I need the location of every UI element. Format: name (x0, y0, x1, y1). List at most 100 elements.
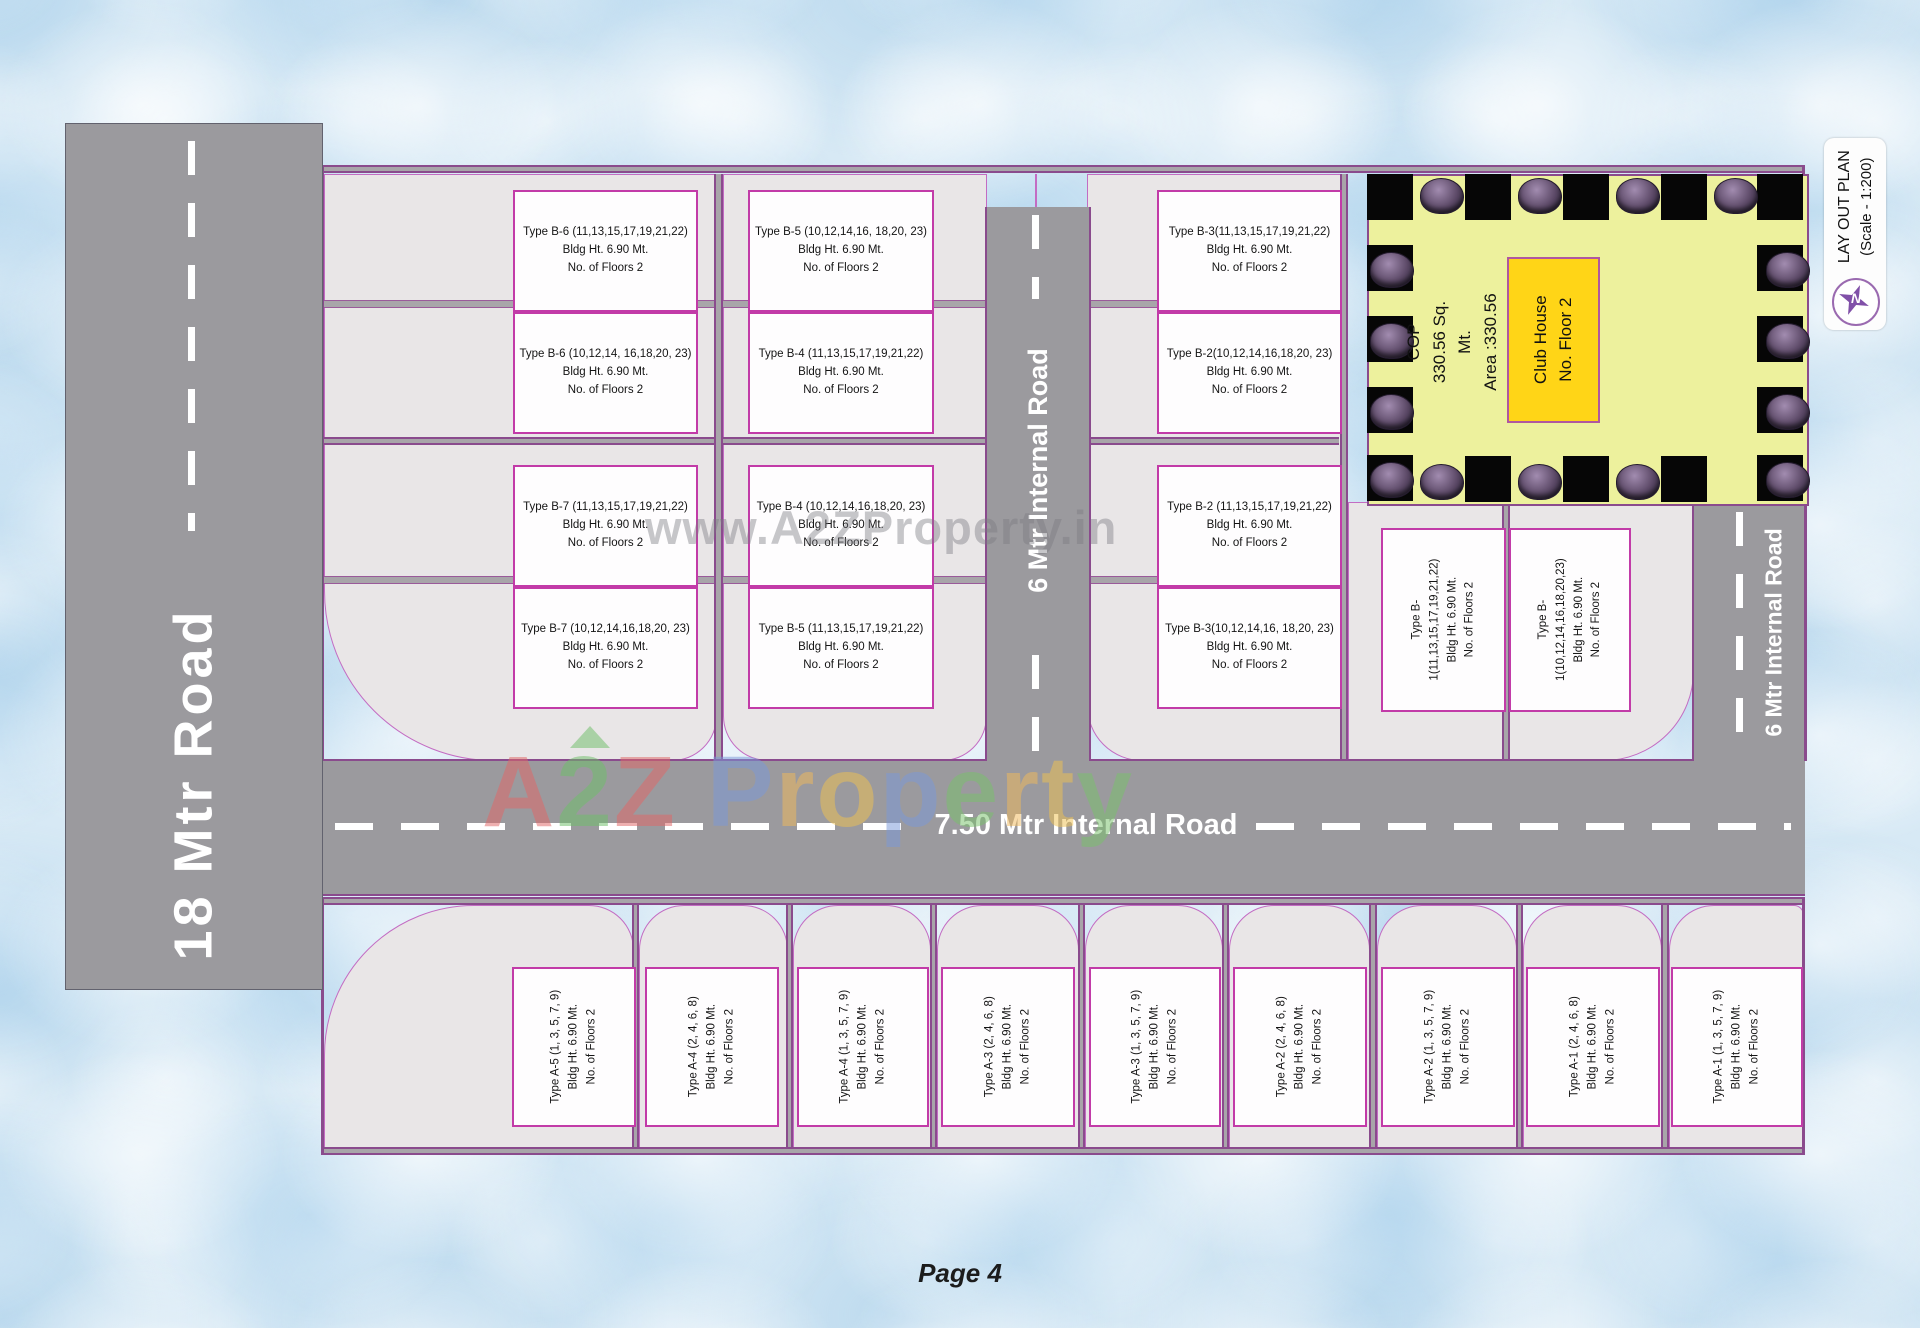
building-footprint-b7-even: Type B-7 (10,12,14,16,18,20, 23)Bldg Ht.… (513, 587, 698, 709)
block-title: Type B-2(10,12,14,16,18,20, 23) (1166, 348, 1333, 361)
club-house-line: Club House (1530, 295, 1550, 385)
brand-letter: r (775, 736, 817, 848)
block-height: Bldg Ht. 6.90 Mt. (856, 1004, 869, 1090)
cell-separator (1078, 905, 1085, 1147)
block-title: Type B-4 (11,13,15,17,19,21,22) (758, 348, 924, 361)
building-footprint-b6-even: Type B-6 (10,12,14, 16,18,20, 23)Bldg Ht… (513, 312, 698, 434)
cell-separator (786, 905, 793, 1147)
block-title: Type B-2 (11,13,15,17,19,21,22) (1167, 501, 1332, 514)
brand-letter: e (942, 736, 1001, 848)
watermark-site-url: www.A2ZProperty.in (645, 501, 1118, 554)
brand-letter: p (879, 736, 943, 848)
cop-line: COP (1404, 323, 1423, 361)
tree-icon (1370, 462, 1414, 498)
block-height: Bldg Ht. 6.90 Mt. (1586, 1004, 1599, 1090)
tree-icon (1370, 252, 1414, 288)
row-separator-left (321, 437, 985, 445)
brand-letter (677, 742, 707, 842)
club-house-area: COP 330.56 Sq. Mt. Area :330.56 Club Hou… (1367, 174, 1810, 506)
block-floors: No. of Floors 2 (803, 383, 879, 396)
tree-icon (1766, 252, 1810, 288)
tree-icon (1420, 464, 1464, 500)
block-floors: No. of Floors 2 (567, 261, 644, 274)
block-title: Type B-4 (10,12,14,16,18,20, 23) (756, 501, 926, 514)
block-height: Bldg Ht. 6.90 Mt. (798, 366, 884, 379)
tree-icon (1370, 323, 1414, 359)
road-750mtr: 7.50 Mtr Internal Road (321, 759, 1805, 896)
club-house-line: No. Floor 2 (1555, 297, 1575, 383)
compass-letter: N (1850, 290, 1862, 306)
block-title: Type A-5 (1, 3, 5, 7, 9) (549, 990, 562, 1104)
building-footprint-b4-odd: Type B-4 (11,13,15,17,19,21,22) Bldg Ht. … (748, 312, 934, 434)
tree-icon (1616, 464, 1660, 500)
bottom-section-bottom-boundary (321, 1147, 1805, 1155)
building-footprint-b1-odd: Type B-1(11,13,15,17,19,21,22)Bldg Ht. 6… (1381, 528, 1506, 712)
club-house-label: Club House No. Floor 2 (1529, 296, 1578, 385)
road-connector-line (1035, 174, 1037, 208)
block-height: Bldg Ht. 6.90 Mt. (1293, 1004, 1306, 1090)
block-floors: No. of Floors 2 (567, 658, 644, 671)
block-title: Type B-1(10,12,14,16,18,20,23) (1536, 558, 1567, 682)
road-18mtr: 18 Mtr Road (65, 123, 323, 990)
brand-letter: Z (613, 736, 677, 848)
block-floors: No. of Floors 2 (1747, 1009, 1760, 1085)
block-floors: No. of Floors 2 (803, 261, 879, 274)
legend-title: LAY OUT PLAN (1835, 150, 1853, 264)
cell-separator (1222, 905, 1229, 1147)
block-title: Type A-2 (1, 3, 5, 7, 9) (1423, 990, 1436, 1104)
building-footprint-a5: Type A-5 (1, 3, 5, 7, 9)Bldg Ht. 6.90 Mt… (512, 967, 636, 1127)
building-footprint-b2-even: Type B-2(10,12,14,16,18,20, 23)Bldg Ht. … (1157, 312, 1342, 434)
block-floors: No. of Floors 2 (1589, 582, 1602, 658)
block-height: Bldg Ht. 6.90 Mt. (1206, 641, 1293, 654)
block-floors: No. of Floors 2 (873, 1009, 886, 1085)
road-6mtr-middle-label: 6 Mtr Internal Road (1022, 347, 1053, 593)
building-footprint-b7-odd: Type B-7 (11,13,15,17,19,21,22)Bldg Ht. … (513, 465, 698, 587)
block-floors: No. of Floors 2 (584, 1009, 597, 1085)
paver-square-icon (1465, 174, 1511, 220)
block-title: Type B-7 (10,12,14,16,18,20, 23) (521, 623, 690, 636)
brand-letter: t (1041, 736, 1077, 848)
block-floors: No. of Floors 2 (1165, 1009, 1178, 1085)
block-floors: No. of Floors 2 (1018, 1009, 1031, 1085)
paver-square-icon (1757, 174, 1803, 220)
brand-letter: A (482, 736, 557, 848)
block-height: Bldg Ht. 6.90 Mt. (1730, 1004, 1743, 1090)
tree-icon (1370, 394, 1414, 430)
brand-letter: r (1000, 736, 1042, 848)
building-footprint-a3-odd: Type A-3 (1, 3, 5, 7, 9)Bldg Ht. 6.90 Mt… (1089, 967, 1221, 1127)
page-number-label: Page 4 (918, 1258, 1002, 1288)
cell-separator (1369, 905, 1377, 1147)
building-footprint-b3-even: Type B-3(10,12,14,16, 18,20, 23) Bldg Ht.… (1157, 587, 1342, 709)
block-title: Type A-1 (2, 4, 6, 8) (1568, 996, 1581, 1098)
building-footprint-a1-even: Type A-1 (2, 4, 6, 8) Bldg Ht. 6.90 Mt. No… (1526, 967, 1660, 1127)
paver-square-icon (1661, 456, 1707, 502)
compass-icon: N (1832, 278, 1880, 326)
layout-plan-legend: LAY OUT PLAN (Scale - 1:200) N (1824, 138, 1886, 330)
brand-letter: y (1076, 736, 1135, 848)
road-6mtr-right: 6 Mtr Internal Road (1692, 502, 1807, 761)
cell-separator (1661, 905, 1669, 1147)
legend-scale: (Scale - 1:200) (1857, 157, 1875, 257)
block-title: Type B-6 (10,12,14, 16,18,20, 23) (519, 348, 692, 361)
block-title: Type A-3 (2, 4, 6, 8) (983, 996, 996, 1098)
cop-label: COP 330.56 Sq. Mt. Area :330.56 (1401, 292, 1503, 392)
tree-icon (1766, 323, 1810, 359)
building-footprint-a2-even: Type A-2 (2, 4, 6, 8)Bldg Ht. 6.90 Mt.No… (1233, 967, 1367, 1127)
block-title: Type B-5 (10,12,14,16, 18,20, 23) (755, 226, 927, 239)
block-height: Bldg Ht. 6.90 Mt. (1001, 1004, 1014, 1090)
road-centerline (188, 141, 195, 531)
brand-letter: 2 (556, 736, 614, 848)
cell-separator (930, 905, 937, 1147)
bottom-left-boundary (321, 897, 324, 1153)
block-title: Type B-3(10,12,14,16, 18,20, 23) (1165, 623, 1334, 636)
tree-icon (1714, 178, 1758, 214)
tree-icon (1518, 178, 1562, 214)
road-6mtr-right-label: 6 Mtr Internal Road (1760, 527, 1787, 737)
road-centerline (1032, 215, 1039, 299)
block-height: Bldg Ht. 6.90 Mt. (705, 1004, 718, 1090)
block-floors: No. of Floors 2 (1603, 1009, 1616, 1085)
tree-icon (1518, 464, 1562, 500)
block-title: Type A-1 (1, 3, 5, 7, 9) (1712, 990, 1725, 1104)
building-footprint-b1-even: Type B-1(10,12,14,16,18,20,23)Bldg Ht. 6… (1509, 528, 1631, 712)
